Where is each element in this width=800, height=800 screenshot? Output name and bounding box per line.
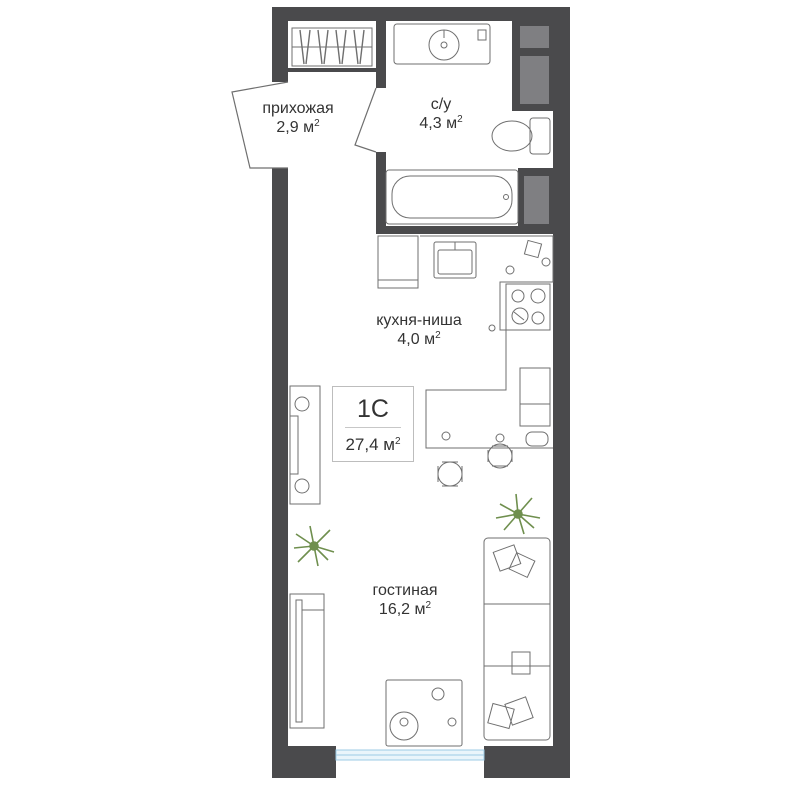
room-name: гостиная — [372, 582, 438, 599]
apartment-badge: 1С 27,4 м2 — [332, 386, 414, 462]
kitchen-counter — [377, 235, 554, 449]
room-area: 4,0 м2 — [397, 330, 441, 349]
room-label-living: гостиная 16,2 м2 — [350, 582, 460, 620]
bathtub-icon — [385, 169, 519, 225]
wardrobe-icon — [291, 27, 373, 67]
room-area: 4,3 м2 — [419, 114, 463, 133]
room-name: прихожая — [262, 100, 334, 117]
tv-unit-icon — [289, 385, 325, 729]
shafts — [520, 26, 549, 224]
plant-icon — [293, 493, 541, 567]
apartment-total-area: 27,4 м2 — [345, 435, 401, 454]
room-area: 16,2 м2 — [378, 600, 432, 619]
room-area: 2,9 м2 — [276, 118, 320, 137]
room-name: кухня-ниша — [376, 312, 462, 329]
fridge-cabinet — [441, 367, 551, 447]
sink-icon — [393, 23, 491, 65]
entrance-door — [231, 81, 377, 169]
toilet-icon — [491, 117, 551, 155]
room-label-kitchen: кухня-ниша 4,0 м2 — [354, 312, 484, 350]
room-label-hall: прихожая 2,9 м2 — [242, 100, 354, 138]
room-label-bath: с/у 4,3 м2 — [396, 96, 486, 134]
window — [335, 749, 485, 761]
sofa-icon — [483, 537, 551, 741]
walls — [272, 7, 570, 778]
apartment-type: 1С — [357, 395, 389, 423]
stove-icon — [488, 283, 551, 332]
coffee-table — [385, 679, 463, 747]
badge-divider — [345, 427, 401, 428]
dining-table-icon — [437, 443, 513, 487]
room-name: с/у — [430, 96, 452, 113]
